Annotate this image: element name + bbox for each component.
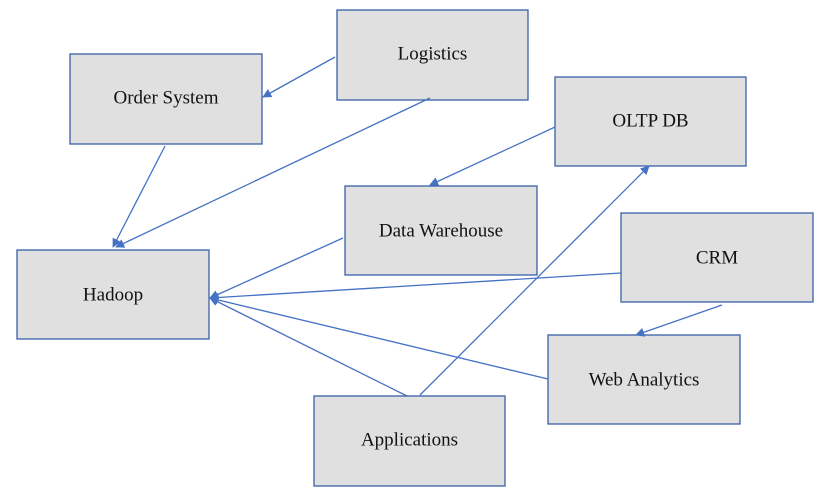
- node-logistics-label: Logistics: [398, 43, 468, 64]
- edge-data-warehouse-to-hadoop: [209, 237, 344, 299]
- node-web-analytics-box: [547, 334, 741, 425]
- node-data-warehouse-box: [344, 185, 538, 276]
- node-web-analytics-label: Web Analytics: [589, 369, 700, 390]
- node-oltp-db-label: OLTP DB: [612, 110, 688, 131]
- node-applications: Applications: [313, 395, 506, 487]
- node-oltp-db-box: [554, 76, 747, 167]
- edge-order-system-to-hadoop: [112, 145, 166, 248]
- node-oltp-db: OLTP DB: [554, 76, 747, 167]
- edges: [112, 56, 723, 397]
- node-order-system-label: Order System: [113, 87, 218, 108]
- edge-applications-to-hadoop: [209, 297, 408, 397]
- node-hadoop-label: Hadoop: [83, 284, 143, 305]
- node-applications-label: Applications: [361, 429, 458, 450]
- node-data-warehouse: Data Warehouse: [344, 185, 538, 276]
- edge-oltp-db-to-data-warehouse: [429, 126, 556, 186]
- edge-web-analytics-to-hadoop: [209, 295, 549, 380]
- node-order-system-box: [69, 53, 263, 145]
- node-logistics: Logistics: [336, 9, 529, 101]
- edge-crm-to-web-analytics: [635, 304, 723, 337]
- edge-applications-to-oltp-db: [419, 165, 650, 396]
- node-hadoop: Hadoop: [16, 249, 210, 340]
- node-order-system: Order System: [69, 53, 263, 145]
- edge-logistics-to-hadoop: [115, 97, 431, 248]
- node-hadoop-box: [16, 249, 210, 340]
- node-applications-box: [313, 395, 506, 487]
- node-crm: CRM: [620, 212, 814, 303]
- node-crm-label: CRM: [696, 247, 738, 268]
- edge-logistics-to-order-system: [262, 56, 336, 98]
- node-logistics-box: [336, 9, 529, 101]
- node-data-warehouse-label: Data Warehouse: [379, 220, 503, 241]
- node-crm-box: [620, 212, 814, 303]
- edge-crm-to-hadoop: [209, 272, 622, 303]
- node-web-analytics: Web Analytics: [547, 334, 741, 425]
